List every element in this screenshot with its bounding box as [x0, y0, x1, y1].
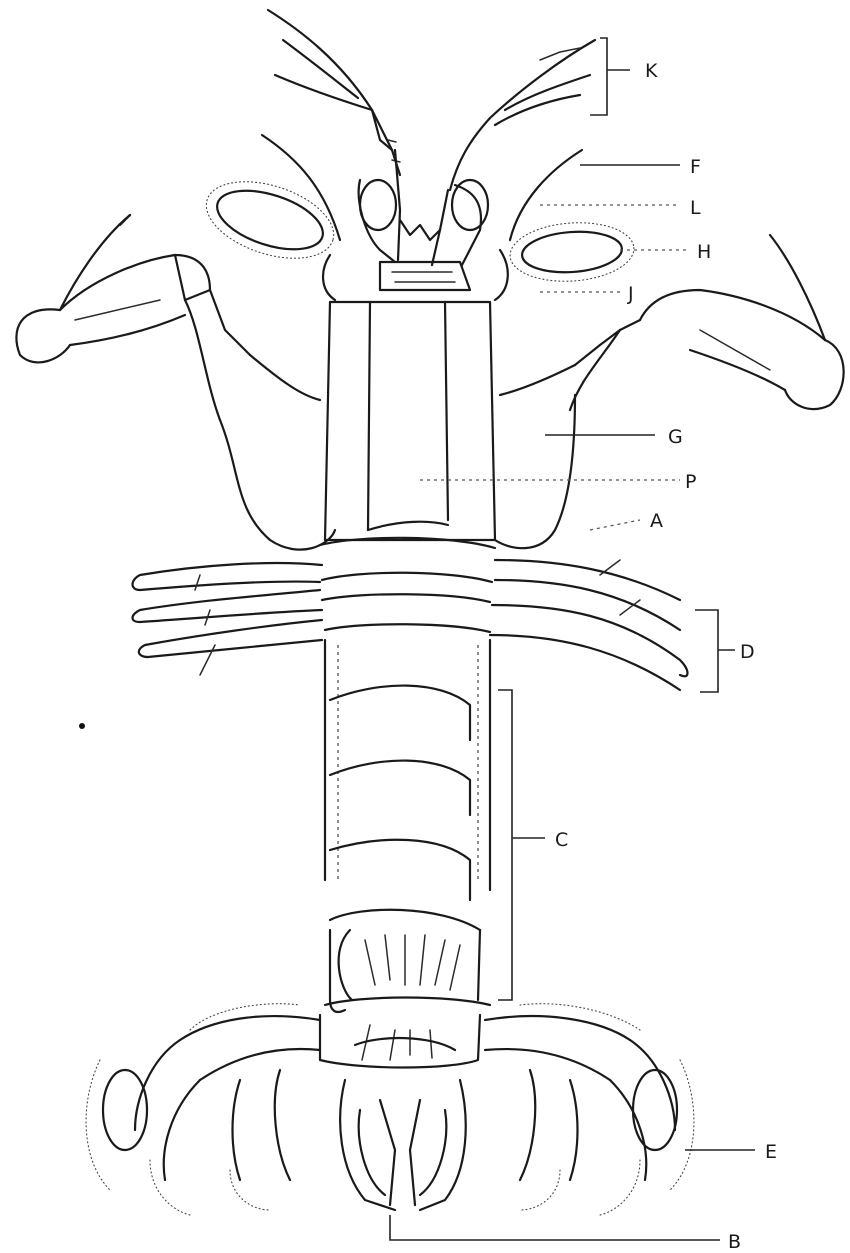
- tail-fan: [86, 1004, 694, 1215]
- label-K: K: [645, 60, 658, 82]
- label-C: C: [555, 829, 568, 851]
- label-A: A: [650, 510, 663, 532]
- label-G: G: [668, 426, 683, 448]
- label-F: F: [690, 156, 701, 178]
- abdomen: [320, 640, 490, 1068]
- label-D: D: [740, 641, 755, 663]
- label-B: B: [728, 1231, 741, 1253]
- head-eyes: [323, 180, 508, 300]
- raptorial-claws: [16, 215, 843, 550]
- label-L: L: [690, 197, 701, 219]
- stray-dot: [79, 723, 85, 729]
- label-E: E: [765, 1141, 777, 1163]
- carapace: [320, 302, 495, 632]
- antennal-scales: [197, 167, 636, 285]
- label-P: P: [685, 471, 696, 493]
- label-J: J: [627, 283, 634, 305]
- label-H: H: [697, 241, 711, 263]
